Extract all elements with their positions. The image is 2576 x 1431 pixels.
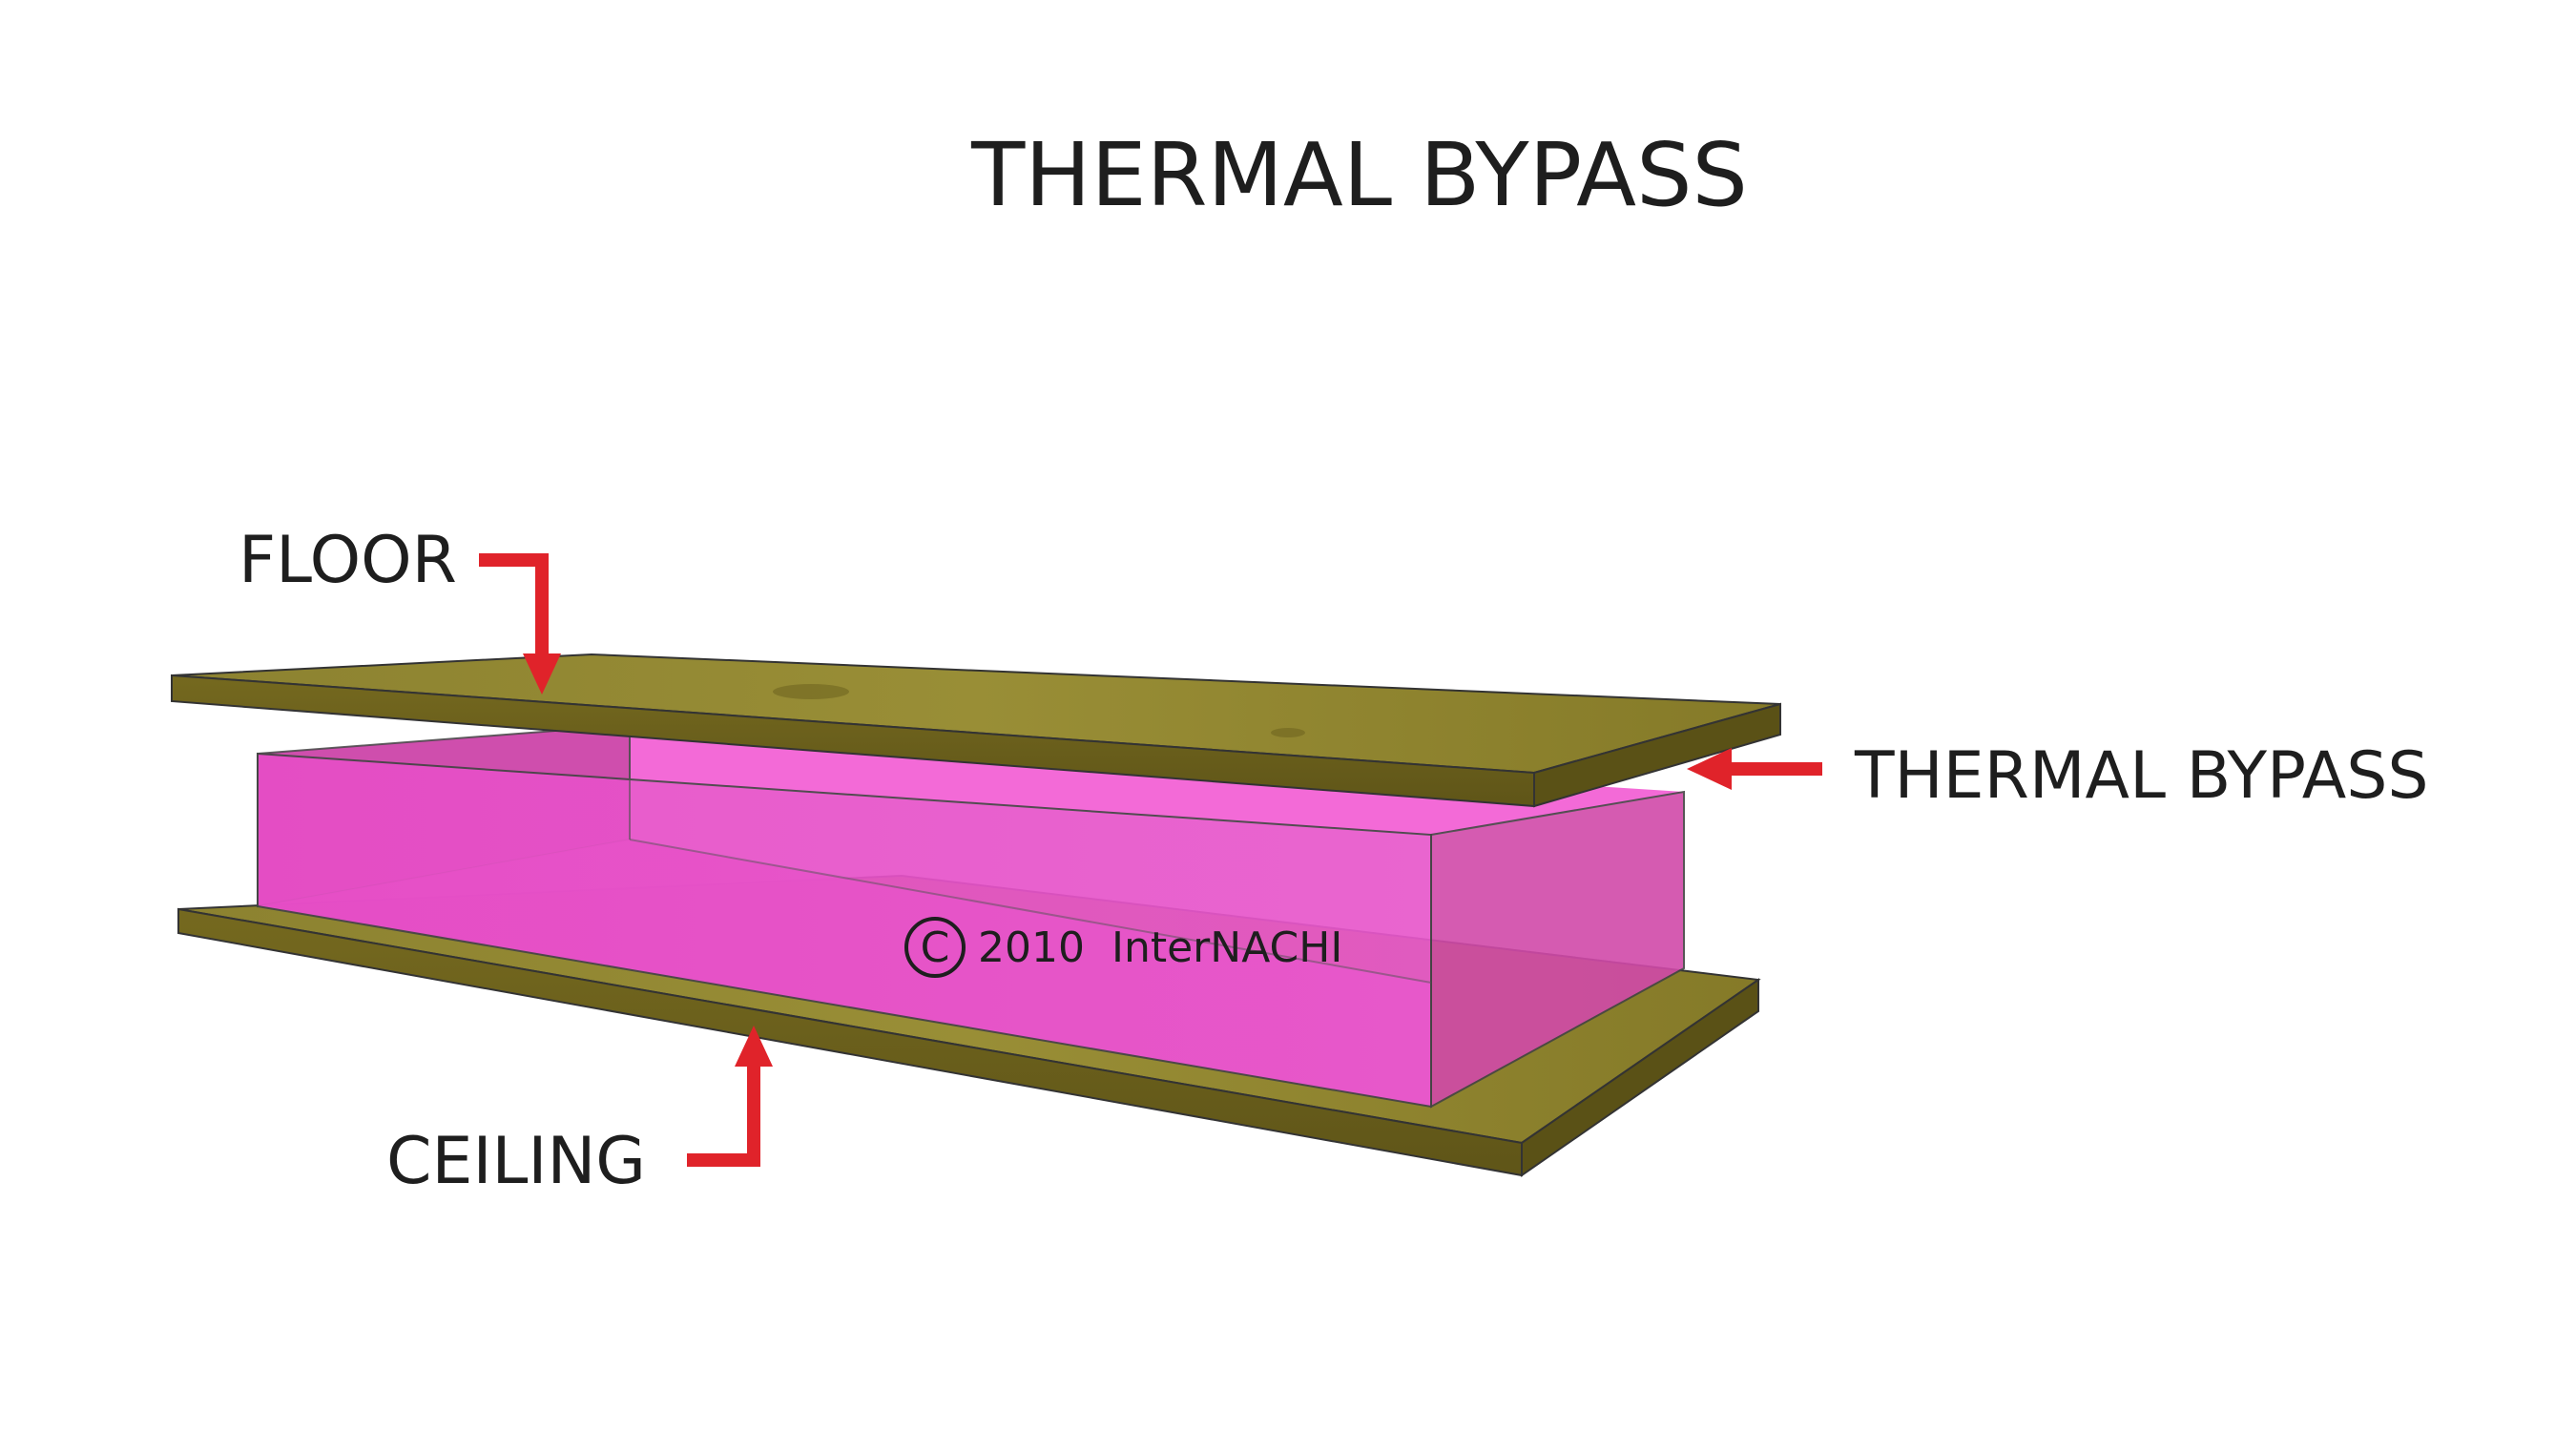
- page-title: THERMAL BYPASS: [970, 124, 1748, 226]
- ceiling-label: CEILING: [386, 1124, 646, 1199]
- copyright-notice: C 2010 InterNACHI: [904, 917, 1342, 978]
- copyright-symbol-icon: [904, 917, 966, 978]
- floor-arrow: [479, 553, 561, 695]
- floor-label: FLOOR: [239, 523, 457, 598]
- thermal-bypass-label: THERMAL BYPASS: [1854, 738, 2429, 814]
- thermal-bypass-arrow: [1687, 748, 1822, 790]
- copyright-owner: InterNACHI: [1111, 923, 1342, 972]
- ceiling-arrow: [687, 1026, 773, 1167]
- floor-board: [171, 653, 1781, 808]
- copyright-symbol: C: [921, 923, 950, 972]
- insulation-batt: [257, 723, 1685, 1109]
- copyright-year: 2010: [978, 923, 1085, 972]
